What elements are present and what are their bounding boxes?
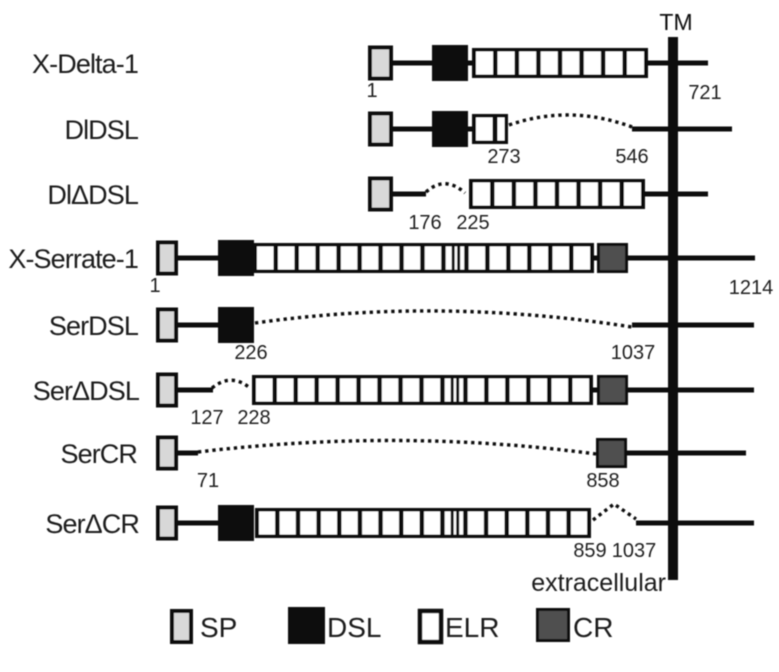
svg-text:228: 228: [237, 407, 270, 429]
svg-text:SerΔCR: SerΔCR: [45, 509, 139, 539]
svg-text:ELR: ELR: [445, 612, 499, 643]
svg-text:X-Delta-1: X-Delta-1: [32, 49, 138, 79]
svg-text:546: 546: [615, 146, 648, 168]
svg-text:TM: TM: [659, 9, 692, 35]
svg-text:1: 1: [149, 275, 160, 297]
svg-text:859: 859: [573, 540, 606, 562]
svg-text:DlΔDSL: DlΔDSL: [47, 180, 139, 210]
svg-text:DlDSL: DlDSL: [64, 115, 138, 145]
svg-text:1: 1: [366, 80, 377, 102]
svg-text:858: 858: [586, 470, 619, 492]
svg-text:SerDSL: SerDSL: [49, 311, 139, 341]
svg-text:SerΔDSL: SerΔDSL: [33, 376, 140, 406]
svg-text:71: 71: [197, 470, 219, 492]
svg-text:226: 226: [234, 342, 267, 364]
svg-text:273: 273: [487, 146, 520, 168]
svg-text:127: 127: [190, 407, 223, 429]
svg-text:1037: 1037: [611, 342, 656, 364]
svg-text:SP: SP: [200, 612, 237, 643]
svg-text:176: 176: [408, 212, 441, 234]
svg-text:225: 225: [456, 212, 489, 234]
svg-text:CR: CR: [573, 612, 613, 643]
svg-text:721: 721: [688, 82, 721, 104]
svg-text:extracellular: extracellular: [531, 569, 666, 597]
svg-text:SerCR: SerCR: [60, 439, 137, 469]
svg-text:1214: 1214: [729, 277, 774, 299]
svg-text:X-Serrate-1: X-Serrate-1: [8, 244, 138, 274]
svg-text:DSL: DSL: [327, 612, 381, 643]
svg-text:1037: 1037: [612, 540, 657, 562]
